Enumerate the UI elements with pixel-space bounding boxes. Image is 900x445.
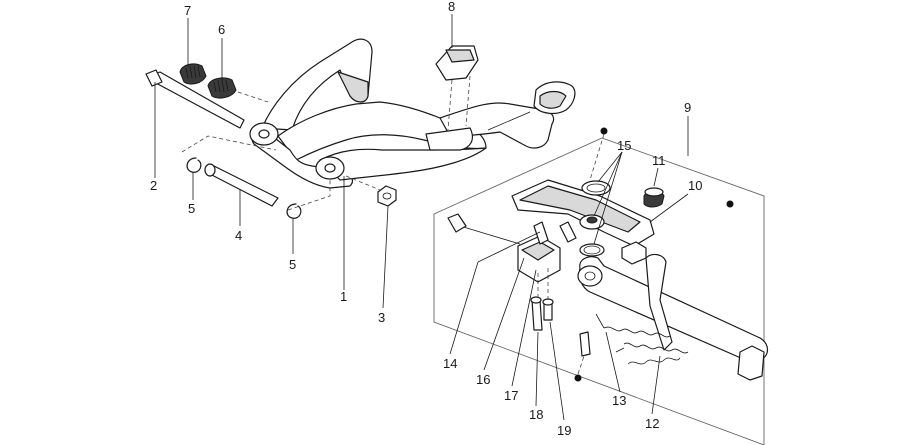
o-ring-part-15-bottom: [579, 243, 605, 257]
pivot-pin-part-4: [204, 163, 279, 207]
reference-dot: [574, 374, 582, 382]
bush-part-15-mid: [579, 214, 605, 230]
callout-17: 17: [504, 388, 518, 403]
callout-8: 8: [448, 0, 455, 14]
circlip-part-5-right: [286, 203, 302, 219]
callout-11: 11: [652, 153, 666, 168]
rubber-stop-part-8: [435, 45, 479, 131]
callout-9: 9: [684, 100, 691, 115]
callout-12: 12: [645, 416, 659, 431]
main-stand-frame: [249, 38, 576, 189]
callout-7: 7: [184, 3, 191, 18]
callout-4: 4: [235, 228, 242, 243]
callout-19: 19: [557, 423, 571, 438]
spring-part-12-coil: [627, 357, 681, 365]
callout-18: 18: [529, 407, 543, 422]
callout-3: 3: [378, 310, 385, 325]
reference-dot: [726, 200, 734, 208]
spring-part-13: [595, 313, 671, 338]
o-ring-part-15-top: [581, 180, 611, 196]
spring-buffer-part-7: [179, 63, 207, 85]
reference-dot: [600, 127, 608, 135]
spring-part-12: [615, 342, 689, 354]
screw-part-17: [559, 221, 577, 243]
sleeve-near-part-13: [579, 331, 591, 357]
callout-5a: 5: [188, 201, 195, 216]
nut-part-3: [377, 185, 397, 207]
circlip-part-5-left: [186, 157, 202, 173]
callout-10: 10: [688, 178, 702, 193]
pivot-bolt-part-2: [145, 69, 245, 129]
rubber-buffer-part-11: [643, 187, 665, 208]
bolt-part-19: [542, 298, 554, 321]
callout-16: 16: [476, 372, 490, 387]
callout-13: 13: [612, 393, 626, 408]
callout-6: 6: [218, 22, 225, 37]
side-stand-leg: [577, 253, 769, 381]
bolt-part-18: [530, 296, 543, 331]
callout-2: 2: [150, 178, 157, 193]
callout-14: 14: [443, 356, 457, 371]
spring-buffer-part-6: [207, 77, 237, 99]
leader-lines: [154, 14, 689, 421]
screw-part-16: [533, 221, 549, 245]
callout-15: 15: [617, 138, 631, 153]
side-stand-group-box: [433, 137, 765, 445]
side-stand-bracket: [511, 179, 655, 247]
callout-5b: 5: [289, 257, 296, 272]
callout-1: 1: [340, 289, 347, 304]
stop-block-part-10: [621, 241, 647, 265]
